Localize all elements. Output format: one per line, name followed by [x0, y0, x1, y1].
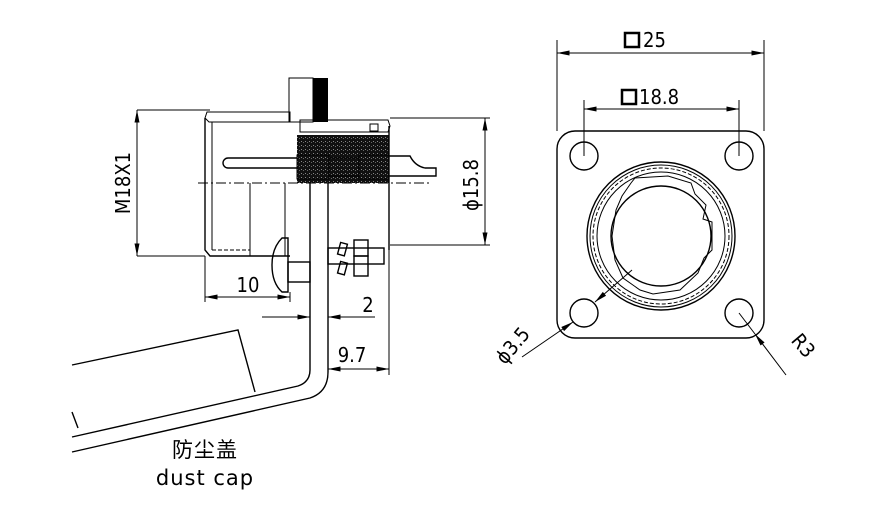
hole-diameter-label: ϕ3.5	[490, 322, 534, 368]
contact-pin	[222, 157, 297, 169]
hole-spacing-label: 18.8	[639, 85, 679, 109]
corner-radius-label: R3	[786, 329, 820, 363]
flange-hatched	[288, 77, 314, 123]
receptacle-outer	[586, 161, 736, 311]
mounting-hole	[569, 298, 599, 328]
length-label: 10	[237, 273, 260, 297]
receptacle-bore	[610, 185, 712, 287]
panel-line-back	[71, 183, 329, 453]
nut-wall	[299, 119, 391, 133]
panel-line-front	[71, 183, 311, 438]
bolt-head	[271, 237, 289, 293]
hole-diameter-leader	[594, 269, 633, 303]
dust-cap-label-en: dust cap	[156, 466, 254, 490]
mounting-plate	[556, 130, 765, 339]
panel-label: 2	[362, 293, 373, 317]
keyway-ring	[611, 175, 713, 295]
mounting-hole	[724, 298, 754, 328]
front-view: 25 18.8 ϕ3.5 R3	[490, 28, 820, 376]
solder-tail	[389, 155, 437, 177]
outer-square-label: 25	[643, 28, 666, 52]
insulator	[297, 135, 389, 183]
diameter-label: ϕ15.8	[459, 159, 483, 211]
depth-label: 9.7	[338, 343, 367, 367]
dust-cap-label-cn: 防尘盖	[172, 438, 238, 462]
thread-label: M18X1	[111, 152, 135, 214]
dust-cap	[71, 329, 256, 393]
corner-radius-leader	[754, 333, 787, 376]
o-ring	[369, 123, 379, 132]
square-symbol-icon	[623, 31, 641, 49]
square-symbol-icon	[620, 88, 638, 106]
housing-wall	[204, 111, 291, 123]
body-outline	[204, 118, 290, 257]
flange-seal	[313, 78, 328, 122]
side-view: M18X1 ϕ15.8 10 2 9.7 防尘盖 dust cap	[71, 77, 490, 490]
